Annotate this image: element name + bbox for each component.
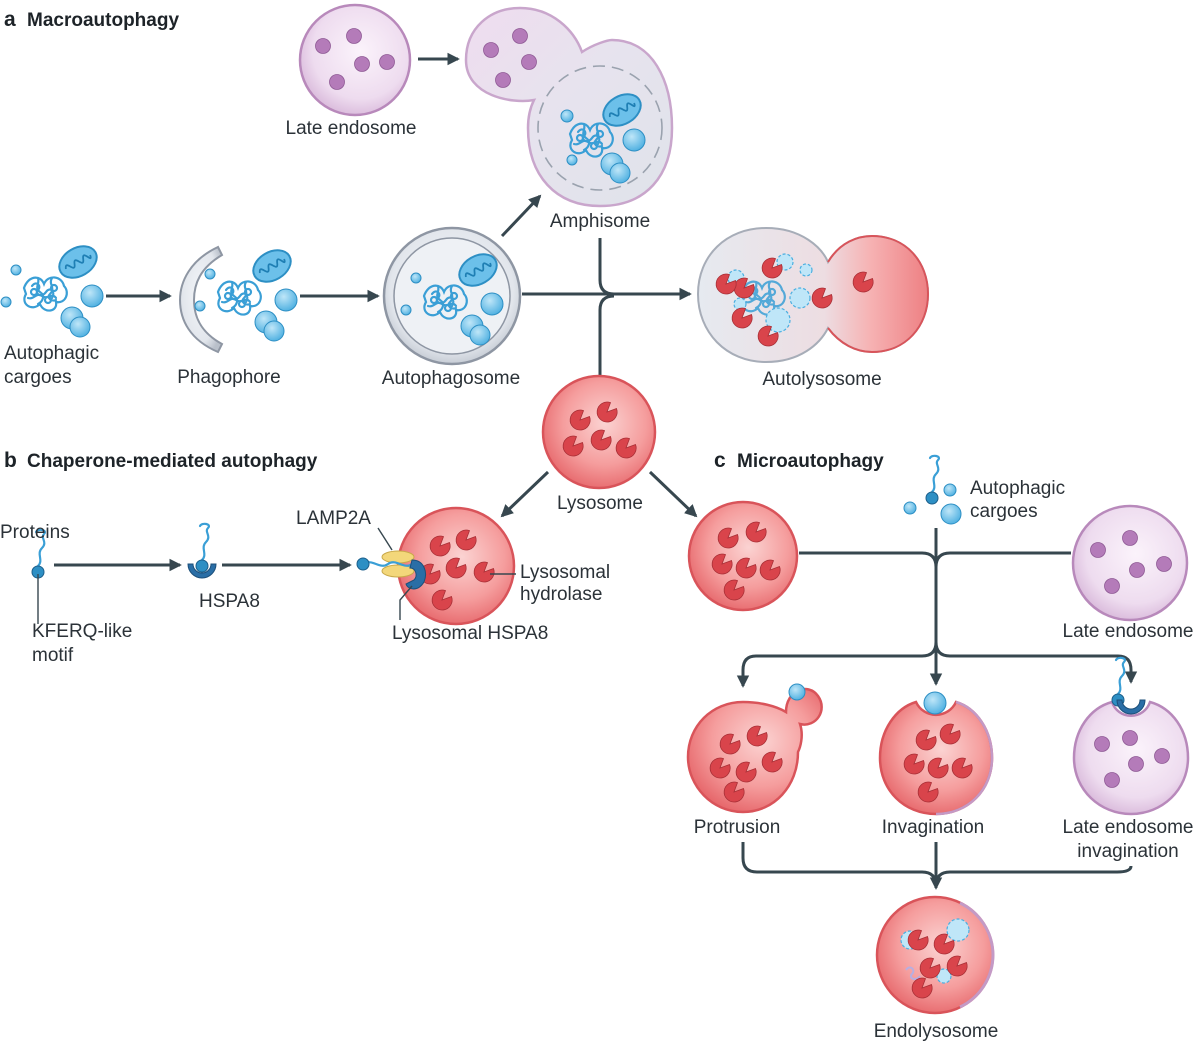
- lysosome: [541, 374, 657, 490]
- late-endosome-invagination: [1072, 656, 1190, 816]
- kferq-label-2: motif: [32, 645, 74, 666]
- lamp2a-channel: [381, 550, 415, 578]
- kferq-label-1: KFERQ-like: [32, 621, 132, 642]
- lamp2a-label: LAMP2A: [296, 508, 371, 529]
- autophagic-cargoes-a-label-2: cargoes: [4, 367, 72, 388]
- late-endosome-invagination-label-1: Late endosome: [1063, 817, 1194, 838]
- late-endosome-c: [1071, 504, 1189, 622]
- lysosome-label: Lysosome: [557, 493, 643, 514]
- phagophore-label: Phagophore: [177, 367, 281, 388]
- panel-c-title: Microautophagy: [737, 451, 884, 472]
- arrow-lysosome-merge: [598, 294, 615, 376]
- lysosomal-hspa8: [405, 559, 426, 590]
- autophagic-cargoes-a-label-1: Autophagic: [4, 343, 99, 364]
- arrow-autophagosome-to-amphisome: [500, 194, 542, 238]
- late-endosome-a-label: Late endosome: [286, 118, 417, 139]
- protrusion: [686, 683, 823, 814]
- endolysosome-label: Endolysosome: [874, 1021, 999, 1042]
- panel-b-letter: b: [4, 449, 17, 472]
- autophagic-cargoes-c-label-2: cargoes: [970, 501, 1038, 522]
- autophagosome-label: Autophagosome: [382, 368, 520, 389]
- arrow-lysosome-to-micro: [648, 470, 698, 518]
- invagination-label: Invagination: [882, 817, 984, 838]
- lysosomal-hydrolase-label-2: hydrolase: [520, 584, 602, 605]
- panel-a-letter: a: [4, 8, 16, 31]
- protrusion-label: Protrusion: [694, 817, 781, 838]
- panel-c-letter: c: [714, 449, 726, 472]
- lamp2a-leader: [377, 527, 393, 551]
- amphisome: [464, 6, 674, 208]
- lysosomal-hydrolase-label-1: Lysosomal: [520, 562, 610, 583]
- hspa8-complex: [187, 522, 217, 579]
- lysosome-c: [687, 500, 799, 612]
- autolysosome-label: Autolysosome: [762, 369, 881, 390]
- late-endosome-a: [298, 3, 412, 117]
- endolysosome: [875, 895, 995, 1015]
- micro-input-lines: [799, 528, 1071, 644]
- panel-b-title: Chaperone-mediated autophagy: [27, 451, 318, 472]
- late-endosome-c-label: Late endosome: [1063, 621, 1194, 642]
- hspa8-label: HSPA8: [199, 591, 260, 612]
- autolysosome: [696, 226, 930, 364]
- late-endosome-invagination-label-2: invagination: [1077, 841, 1178, 862]
- invagination: [878, 691, 994, 816]
- amphisome-label: Amphisome: [550, 211, 650, 232]
- lysosomal-hspa8-leader: [399, 585, 413, 620]
- arrow-amphisome-merge: [598, 238, 615, 296]
- phagophore: [178, 244, 297, 354]
- autophagic-cargoes-a: [1, 240, 103, 337]
- arrow-lysosome-to-cma: [500, 470, 550, 518]
- panel-a-title: Macroautophagy: [27, 10, 179, 31]
- autophagic-cargoes-c-label-1: Autophagic: [970, 478, 1065, 499]
- lysosomal-hspa8-label: Lysosomal HSPA8: [392, 623, 548, 644]
- autophagosome: [382, 226, 522, 366]
- proteins-label: Proteins: [0, 522, 70, 543]
- protein-translocating: [356, 557, 413, 571]
- autophagic-cargoes-c: [903, 454, 962, 525]
- converge-lines: [741, 842, 1133, 888]
- micro-branch-lines: [741, 641, 1131, 682]
